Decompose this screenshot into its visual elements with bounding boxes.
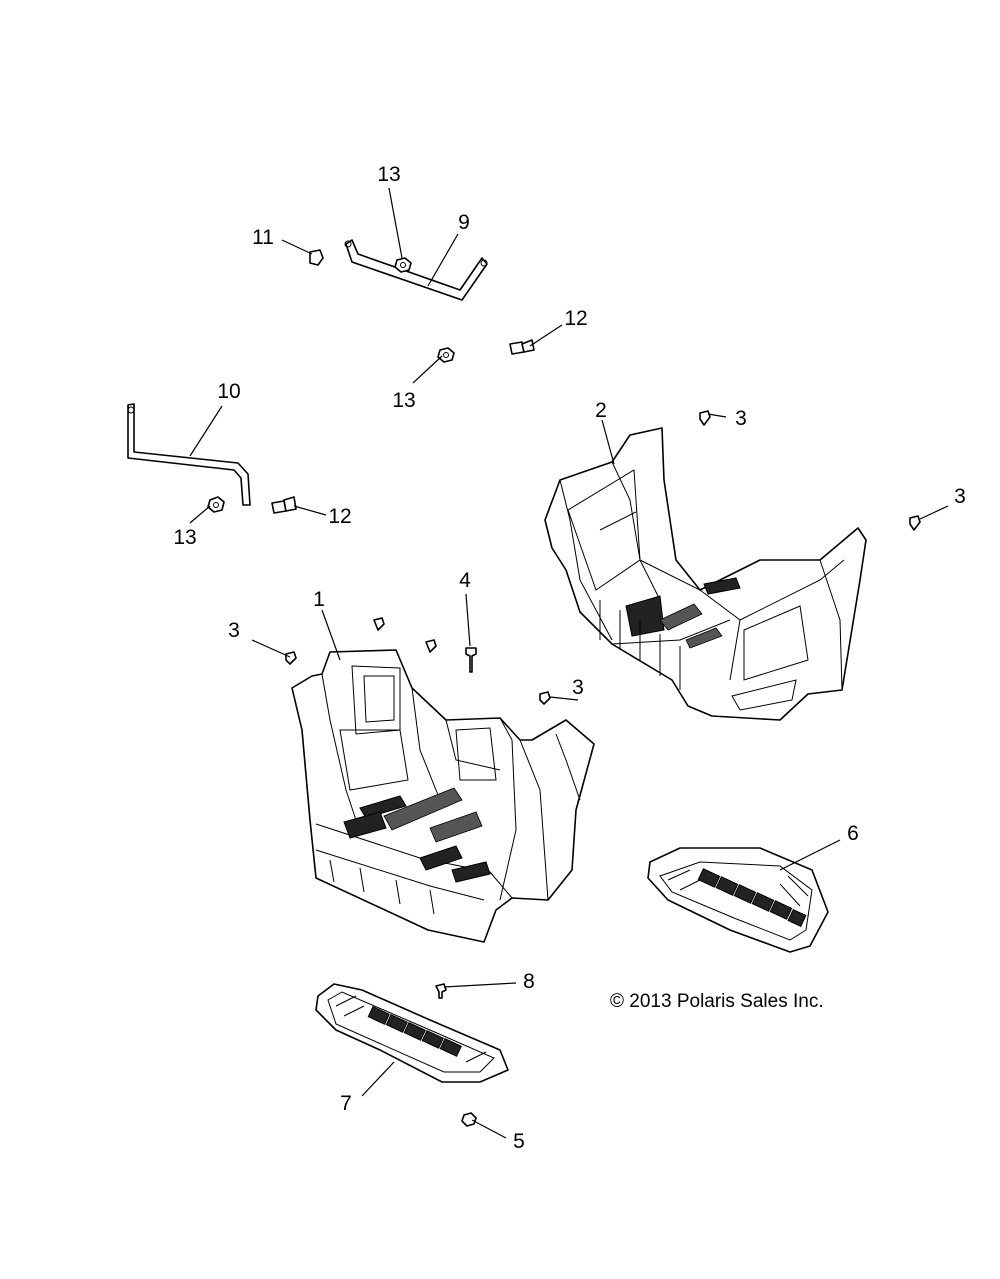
rivet-3-b	[909, 515, 921, 531]
callout-9: 9	[458, 211, 470, 234]
nut-13-top	[394, 257, 412, 273]
callout-6: 6	[847, 822, 859, 845]
callout-3-b: 3	[954, 485, 966, 508]
rivet-3-d	[539, 691, 551, 705]
callout-3-c: 3	[228, 619, 240, 642]
footrest-6	[647, 847, 829, 953]
callout-11: 11	[252, 226, 274, 249]
screw-4	[465, 647, 477, 673]
callout-5: 5	[513, 1130, 525, 1153]
rivet-small-2	[425, 639, 437, 653]
callout-3-d: 3	[572, 676, 584, 699]
callout-13-left: 13	[173, 526, 196, 549]
callout-12-top: 12	[564, 307, 587, 330]
leader-lines	[189, 187, 949, 1139]
rivet-3-a	[699, 410, 711, 426]
callout-8: 8	[523, 970, 535, 993]
callout-10: 10	[217, 380, 240, 403]
brace-10	[127, 403, 251, 506]
nut-13-left	[207, 496, 225, 513]
footrest-7	[315, 983, 509, 1083]
brace-9	[344, 239, 488, 301]
screw-8	[435, 983, 447, 999]
bolt-12-left	[271, 496, 297, 514]
copyright-text: © 2013 Polaris Sales Inc.	[610, 991, 824, 1012]
callout-3-a: 3	[735, 407, 747, 430]
callout-2: 2	[595, 399, 607, 422]
rivet-small-1	[373, 617, 385, 631]
callout-4: 4	[459, 569, 471, 592]
clip-11	[309, 249, 324, 266]
footwell-1	[291, 649, 595, 943]
nut-5	[461, 1112, 477, 1127]
callout-13-mid: 13	[392, 389, 415, 412]
footwell-2	[544, 427, 867, 721]
callout-1: 1	[313, 588, 325, 611]
nut-13-mid	[437, 347, 455, 363]
callout-13-top: 13	[377, 163, 400, 186]
callout-12-left: 12	[328, 505, 351, 528]
callout-7: 7	[340, 1092, 352, 1115]
bolt-12-top	[509, 339, 535, 355]
rivet-3-c	[285, 651, 297, 665]
